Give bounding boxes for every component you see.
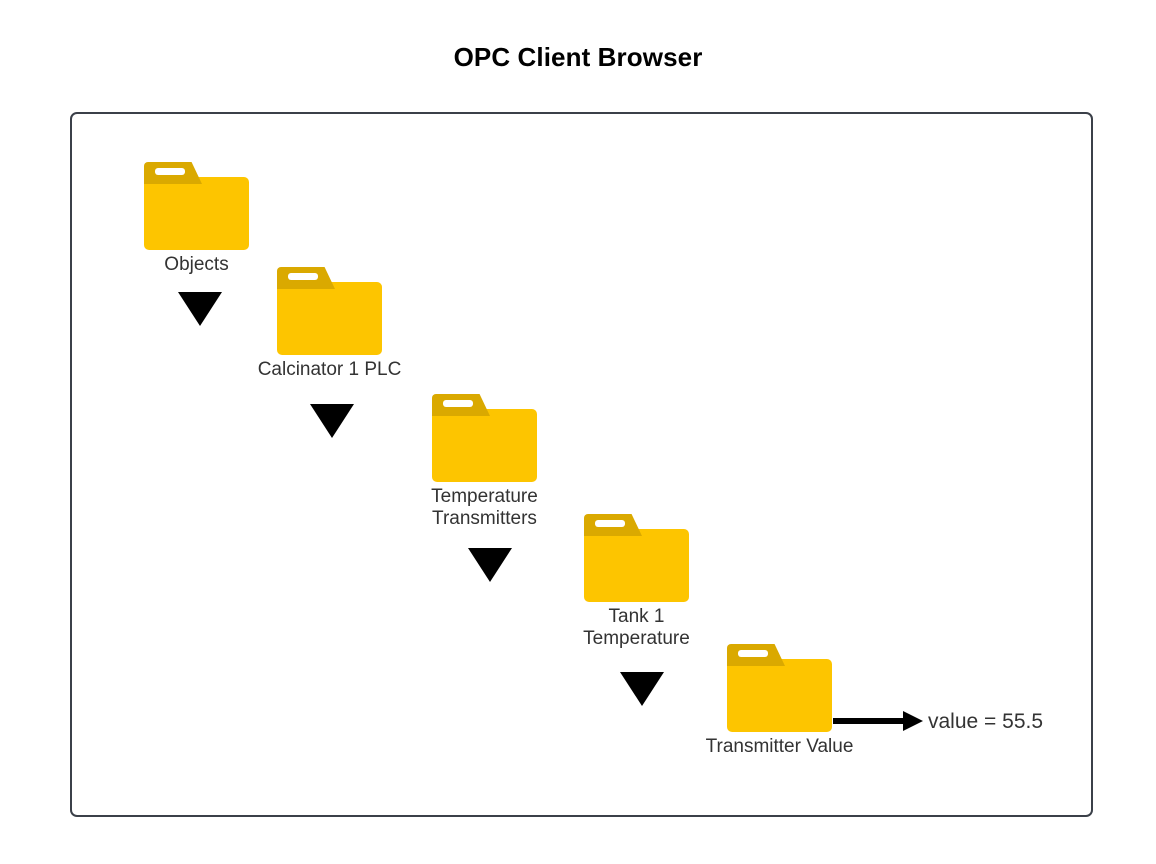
folder-body — [277, 282, 382, 355]
node-temperature-transmitters[interactable]: Temperature Transmitters — [431, 394, 538, 529]
folder-icon — [144, 162, 249, 250]
folder-tab-slot — [288, 273, 318, 280]
node-label-transmitter-value: Transmitter Value — [706, 736, 854, 758]
folder-body — [144, 177, 249, 250]
connector-down-arrow-tank-1-to-transmitter-value — [620, 672, 664, 706]
node-label-line: Temperature — [583, 628, 690, 649]
connector-down-arrow-calcinator-to-temperature-transmitters — [310, 404, 354, 438]
folder-icon — [727, 644, 832, 732]
node-label-line: Calcinator 1 PLC — [257, 359, 402, 380]
folder-tab-slot — [155, 168, 185, 175]
node-tank-1-temperature[interactable]: Tank 1 Temperature — [583, 514, 690, 649]
folder-icon — [432, 394, 537, 482]
page-title: OPC Client Browser — [453, 42, 703, 72]
diagram-frame: Objects Calcinator 1 PLC — [70, 112, 1093, 817]
node-label-line: Transmitters — [432, 508, 537, 529]
node-transmitter-value[interactable]: Transmitter Value — [706, 644, 853, 757]
node-label-line: Temperature — [431, 486, 538, 507]
folder-tab-slot — [595, 520, 625, 527]
folder-body — [584, 529, 689, 602]
arrow-shaft — [833, 718, 905, 724]
folder-icon — [584, 514, 689, 602]
node-label-tank-1-temperature: Tank 1 Temperature — [583, 606, 690, 650]
node-objects[interactable]: Objects — [144, 162, 249, 275]
node-label-objects: Objects — [164, 254, 228, 276]
folder-tab-slot — [738, 650, 768, 657]
arrow-head-icon — [903, 711, 923, 731]
node-label-line: Objects — [164, 254, 229, 275]
node-label-calcinator-1-plc: Calcinator 1 PLC — [258, 359, 402, 381]
folder-icon — [277, 267, 382, 355]
connector-down-arrow-objects-to-calcinator — [178, 292, 222, 326]
folder-tab-slot — [443, 400, 473, 407]
node-label-temperature-transmitters: Temperature Transmitters — [431, 486, 538, 530]
connector-down-arrow-temperature-transmitters-to-tank-1 — [468, 548, 512, 582]
folder-body — [432, 409, 537, 482]
folder-body — [727, 659, 832, 732]
node-label-line: Tank 1 — [608, 606, 665, 627]
node-label-line: Transmitter Value — [705, 736, 854, 757]
node-calcinator-1-plc[interactable]: Calcinator 1 PLC — [258, 267, 401, 380]
value-readout: value = 55.5 — [928, 710, 1044, 733]
